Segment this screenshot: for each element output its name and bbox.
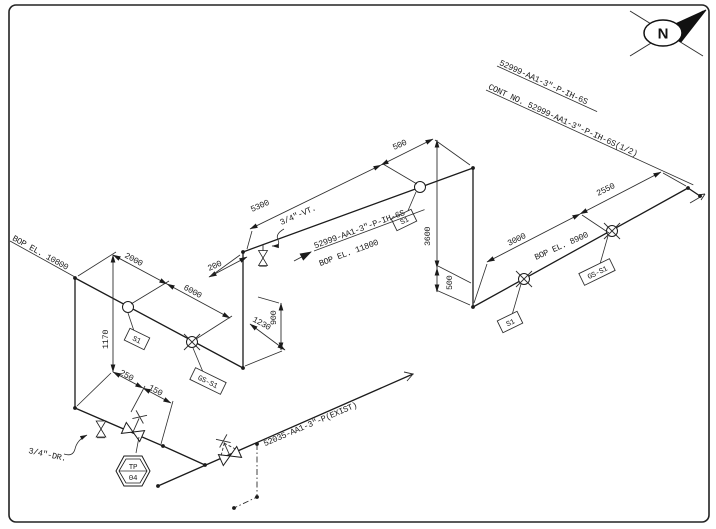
dim-1170: 1170 xyxy=(101,330,111,349)
weld-circle-left xyxy=(122,301,134,313)
drain-leader xyxy=(63,434,88,456)
weld-circle-top xyxy=(414,181,426,193)
support-tag-s1-a: S1 xyxy=(123,327,151,351)
support-tag-s1-c: S1 xyxy=(496,310,524,334)
bottom-run xyxy=(74,407,164,447)
support-leaders xyxy=(127,191,609,373)
test-point-tag: TP 04 xyxy=(115,436,151,487)
support-x-right1 xyxy=(515,270,533,288)
dim-900: 900 xyxy=(269,310,279,325)
vent-leader xyxy=(271,228,285,249)
support-tag-label: S1 xyxy=(399,216,411,227)
fitting-dots xyxy=(73,166,702,510)
dim-3600: 3600 xyxy=(423,227,433,246)
test-point-line2: 04 xyxy=(129,475,138,483)
sheet-border xyxy=(8,4,710,523)
left-run xyxy=(74,277,244,369)
support-tag-label: S1 xyxy=(131,335,143,346)
dimension-lines xyxy=(110,138,662,404)
tie-in-segment xyxy=(162,445,206,466)
test-point-line1: TP xyxy=(129,464,138,472)
tie-in-valve-icon xyxy=(215,434,243,467)
north-label: N xyxy=(658,26,669,43)
dim-500-vert: 500 xyxy=(445,275,455,290)
gate-valve-icon xyxy=(120,410,148,443)
support-tag-label: S1 xyxy=(505,318,517,329)
support-x-left xyxy=(183,333,201,351)
extension-lines xyxy=(76,139,687,445)
north-arrow-icon: N xyxy=(629,9,707,57)
drain-valve-icon xyxy=(95,420,107,439)
flow-arrow xyxy=(293,251,312,262)
support-x-right2 xyxy=(603,222,621,240)
vent-valve-icon xyxy=(257,250,269,267)
existing-line-arrow xyxy=(403,371,414,382)
